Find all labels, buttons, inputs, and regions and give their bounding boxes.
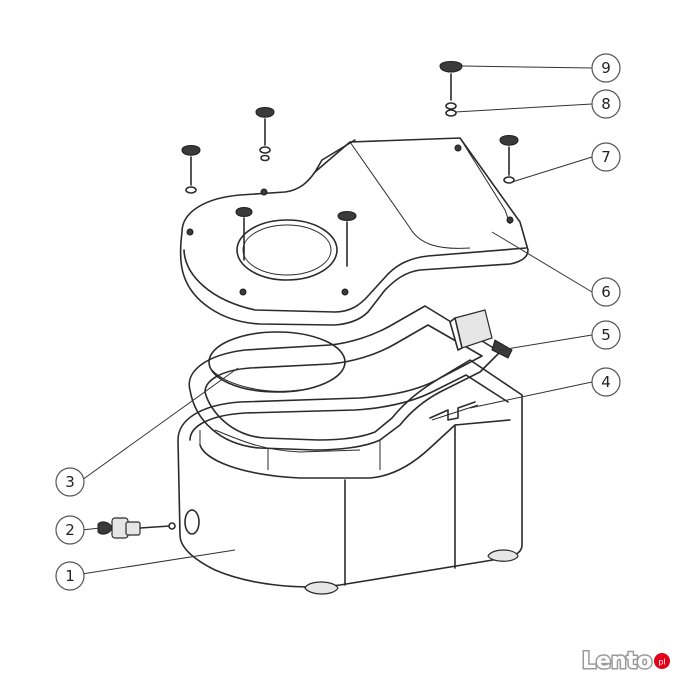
callout-3: 3 xyxy=(55,467,85,497)
callout-5: 5 xyxy=(591,320,621,350)
callout-5-label: 5 xyxy=(601,326,611,344)
base-housing xyxy=(177,359,523,595)
top-lid xyxy=(179,137,529,326)
watermark-logo: Lento pl xyxy=(581,648,670,676)
callout-8-label: 8 xyxy=(601,95,611,113)
watermark-text: Lento xyxy=(582,649,652,674)
callout-7-label: 7 xyxy=(601,148,611,166)
callout-1-label: 1 xyxy=(65,567,75,585)
callout-1: 1 xyxy=(55,561,85,591)
callout-4-label: 4 xyxy=(601,373,611,391)
callout-3-label: 3 xyxy=(65,473,75,491)
watermark-dot-icon xyxy=(654,653,670,669)
bowl-frame-insert xyxy=(188,305,501,451)
leader-lines xyxy=(81,65,593,575)
round-plate xyxy=(208,331,346,393)
callout-2: 2 xyxy=(55,515,85,545)
callout-6: 6 xyxy=(591,277,621,307)
side-screw-knob xyxy=(97,517,176,539)
switch-box xyxy=(449,309,513,359)
callout-7: 7 xyxy=(591,142,621,172)
callout-6-label: 6 xyxy=(601,283,611,301)
fastener-screws xyxy=(181,61,519,194)
callout-4: 4 xyxy=(591,367,621,397)
callout-8: 8 xyxy=(591,89,621,119)
callout-9: 9 xyxy=(591,53,621,83)
callout-9-label: 9 xyxy=(601,59,611,77)
watermark-suffix: pl xyxy=(658,658,665,667)
callout-2-label: 2 xyxy=(65,521,75,539)
